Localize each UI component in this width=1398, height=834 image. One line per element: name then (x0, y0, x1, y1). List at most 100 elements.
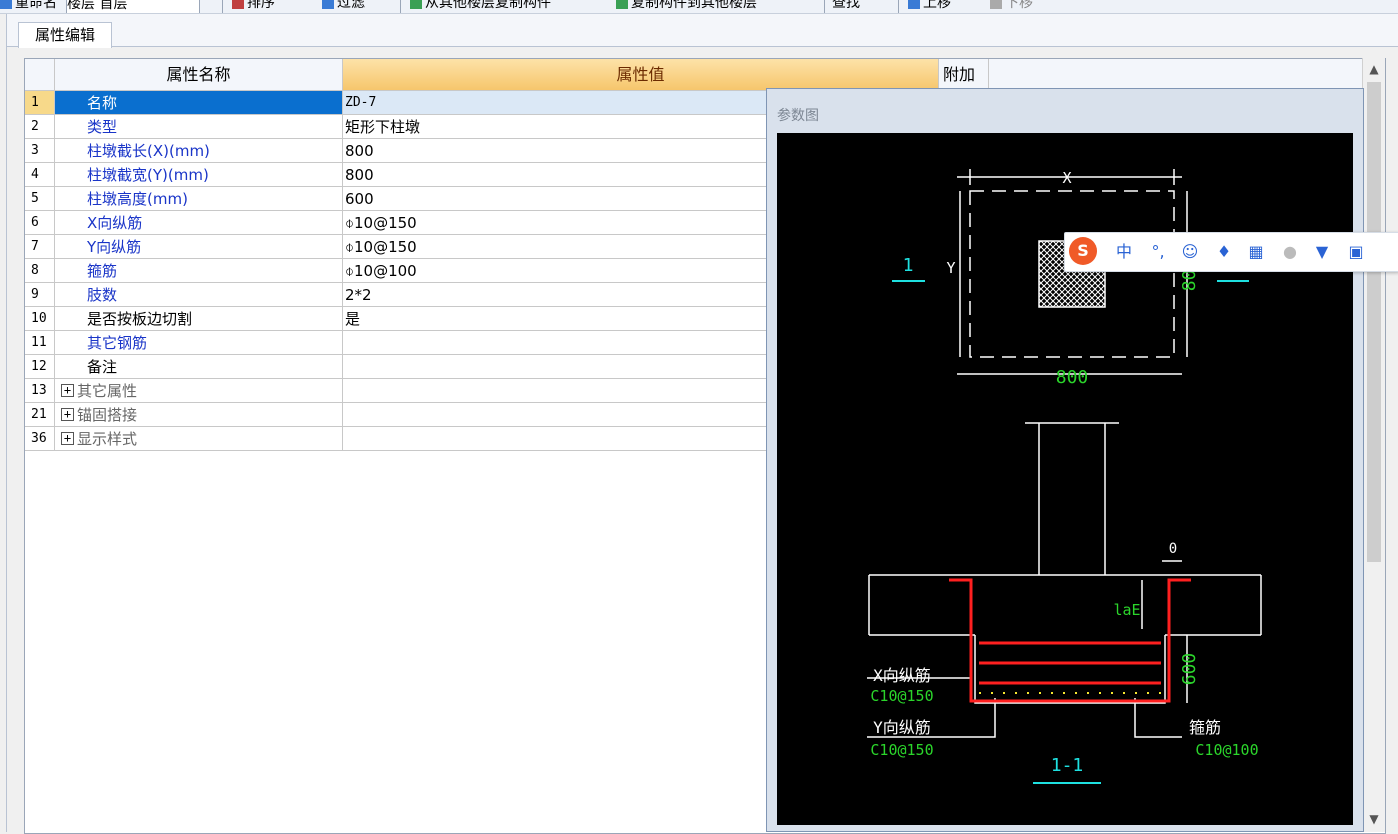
property-value (343, 403, 939, 427)
table-row[interactable]: 3 柱墩截长(X)(mm) 800 (25, 139, 1385, 163)
filter-button[interactable]: 过滤 (322, 0, 365, 12)
row-number: 5 (25, 187, 55, 211)
row-number: 12 (25, 355, 55, 379)
toolbar: 重命名 楼层 首层 排序 过滤 从其他楼层复制构件 复制构件到其他楼层 查找 上… (0, 0, 1398, 14)
property-name: 备注 (55, 355, 343, 379)
property-value[interactable] (343, 355, 939, 379)
table-row[interactable]: 8 箍筋 ⌽10@100 (25, 259, 1385, 283)
property-value[interactable]: 是 (343, 307, 939, 331)
leader-y-bar (867, 698, 996, 738)
property-value (343, 427, 939, 451)
skin-icon[interactable]: ▼ (1315, 242, 1329, 261)
plan-dim-bottom: 800 (1056, 367, 1089, 388)
property-value[interactable] (343, 331, 939, 355)
ime-logo[interactable]: S (1069, 237, 1097, 265)
vertical-scrollbar[interactable]: ▲ ▼ (1362, 58, 1385, 832)
property-value[interactable]: 800 (343, 163, 939, 187)
table-row[interactable]: 7 Y向纵筋 ⌽10@150 (25, 235, 1385, 259)
plan-x-label: X (1062, 169, 1071, 187)
header-property-name[interactable]: 属性名称 (55, 59, 343, 91)
table-row[interactable]: 13 +其它属性 (25, 379, 1385, 403)
section-height-dim: 600 (1179, 653, 1200, 686)
property-value[interactable]: ⌽10@150 (343, 235, 939, 259)
header-extra[interactable]: 附加 (939, 59, 989, 91)
rename-button[interactable]: 重命名 (0, 0, 57, 12)
table-row[interactable]: 11 其它钢筋 (25, 331, 1385, 355)
parameter-diagram-panel: 参数图 X Y 800 800 1 (766, 88, 1364, 832)
property-group-other[interactable]: +其它属性 (55, 379, 343, 403)
table-row[interactable]: 21 +锚固搭接 (25, 403, 1385, 427)
toolbox-icon[interactable]: ▣ (1348, 242, 1364, 261)
property-value[interactable]: 800 (343, 139, 939, 163)
property-value[interactable]: ⌽10@150 (343, 211, 939, 235)
header-property-value[interactable]: 属性值 (343, 59, 939, 91)
table-row[interactable]: 5 柱墩高度(mm) 600 (25, 187, 1385, 211)
ime-mode-toggle[interactable]: 中 (1115, 242, 1132, 261)
expand-icon[interactable]: + (61, 432, 74, 445)
plan-y-label: Y (946, 259, 955, 277)
stirrup-spec: C10@100 (1195, 741, 1258, 759)
table-row[interactable]: 2 类型 矩形下柱墩 (25, 115, 1385, 139)
property-name: 柱墩截长(X)(mm) (55, 139, 343, 163)
scroll-down-icon[interactable]: ▼ (1369, 812, 1379, 826)
x-bar-label: X向纵筋 (873, 666, 931, 685)
scroll-up-icon[interactable]: ▲ (1369, 62, 1379, 76)
arrow-up-icon (908, 0, 920, 9)
floor-select[interactable]: 楼层 首层 (66, 0, 200, 13)
copy-from-floor-button[interactable]: 从其他楼层复制构件 (410, 0, 551, 12)
plan-outline (969, 190, 1175, 358)
property-value[interactable]: 600 (343, 187, 939, 211)
section-view (867, 422, 1262, 738)
copy-to-floor-button[interactable]: 复制构件到其他楼层 (616, 0, 757, 12)
expand-icon[interactable]: + (61, 408, 74, 421)
row-number: 3 (25, 139, 55, 163)
panel-title: 参数图 (777, 108, 819, 124)
ime-toolbar[interactable]: S 中 °, ☺ ♦ ▦ ● ▼ ▣ (1064, 232, 1398, 272)
section-title: 1-1 (1051, 755, 1084, 776)
emoji-icon[interactable]: ☺ (1181, 242, 1199, 261)
sort-icon (232, 0, 244, 9)
move-up-button[interactable]: 上移 (908, 0, 951, 12)
move-down-button[interactable]: 下移 (990, 0, 1033, 12)
sort-button[interactable]: 排序 (232, 0, 275, 12)
scroll-thumb[interactable] (1367, 82, 1381, 562)
row-number: 6 (25, 211, 55, 235)
table-row[interactable]: 36 +显示样式 (25, 427, 1385, 451)
property-name: 类型 (55, 115, 343, 139)
property-group-display[interactable]: +显示样式 (55, 427, 343, 451)
microphone-icon[interactable]: ♦ (1216, 242, 1232, 261)
row-number: 10 (25, 307, 55, 331)
row-number: 36 (25, 427, 55, 451)
property-value[interactable]: 2*2 (343, 283, 939, 307)
toolbar-separator (824, 0, 825, 13)
filter-icon (322, 0, 334, 9)
toolbar-separator (898, 0, 899, 13)
expand-icon[interactable]: + (61, 384, 74, 397)
toolbar-separator (222, 0, 223, 13)
left-dock-edge (0, 14, 7, 832)
property-value[interactable]: ⌽10@100 (343, 259, 939, 283)
row-number: 4 (25, 163, 55, 187)
tab-property-edit[interactable]: 属性编辑 (18, 22, 112, 48)
keyboard-icon[interactable]: ▦ (1248, 242, 1264, 261)
row-number: 2 (25, 115, 55, 139)
find-button[interactable]: 查找 (832, 0, 860, 11)
user-icon[interactable]: ● (1283, 242, 1297, 261)
property-value[interactable]: 矩形下柱墩 (343, 115, 939, 139)
section-top-dim: 0 (1169, 541, 1177, 557)
property-value (343, 379, 939, 403)
table-row[interactable]: 4 柱墩截宽(Y)(mm) 800 (25, 163, 1385, 187)
table-row[interactable]: 6 X向纵筋 ⌽10@150 (25, 211, 1385, 235)
ime-punct-toggle[interactable]: °, (1151, 242, 1165, 261)
leader-stirrup (1134, 698, 1182, 738)
table-row[interactable]: 10 是否按板边切割 是 (25, 307, 1385, 331)
copy-to-icon (616, 0, 628, 9)
table-row[interactable]: 9 肢数 2*2 (25, 283, 1385, 307)
rebar-main (949, 578, 1191, 703)
copy-from-icon (410, 0, 422, 9)
property-group-anchorage[interactable]: +锚固搭接 (55, 403, 343, 427)
property-name: X向纵筋 (55, 211, 343, 235)
property-name: 柱墩截宽(Y)(mm) (55, 163, 343, 187)
table-row[interactable]: 12 备注 (25, 355, 1385, 379)
x-bar-spec: C10@150 (870, 687, 933, 705)
